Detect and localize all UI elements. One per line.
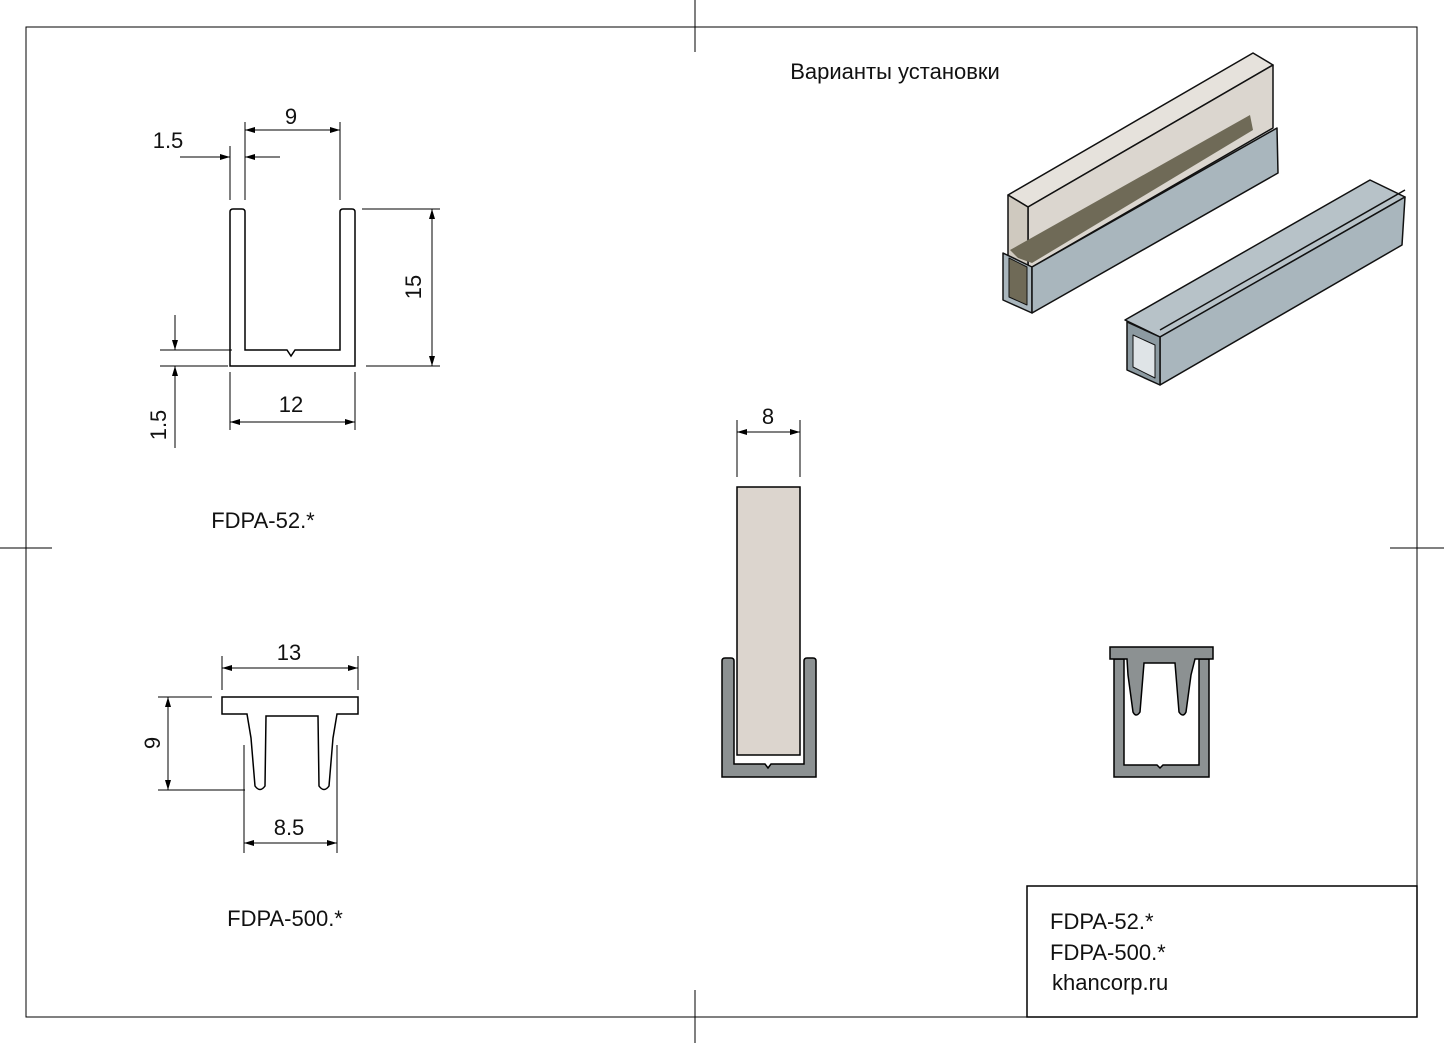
dim-width: 13 [277,640,301,665]
glass-installation-section: 8 [721,404,817,778]
glass-panel [736,486,801,756]
title-block-line2: FDPA-500.* [1050,940,1166,965]
profile-500-label: FDPA-500.* [227,906,343,931]
dim-outer-width: 12 [279,392,303,417]
title-block-line1: FDPA-52.* [1050,909,1154,934]
dim-height: 9 [140,737,165,749]
cap-installation-section [1109,646,1214,778]
dim-inner-width: 9 [285,104,297,129]
isometric-capped-profile [1124,179,1406,386]
dim-base: 1.5 [146,410,171,441]
dim-height: 15 [401,275,426,299]
dim-wall: 1.5 [153,128,184,153]
dim-inner-width: 8.5 [274,815,305,840]
dim-glass-thickness: 8 [762,404,774,429]
profile-500-drawing: 13 9 8.5 FDPA-500.* [140,640,359,931]
title-block: FDPA-52.* FDPA-500.* khancorp.ru [1026,885,1418,1018]
u-profile-section [721,657,817,778]
title-block-website: khancorp.ru [1052,970,1168,995]
isometric-glass-channel [1002,52,1279,314]
section-title: Варианты установки [790,59,1000,84]
profile-52-label: FDPA-52.* [211,508,315,533]
profile-52-drawing: 9 1.5 15 12 1.5 FDPA-52.* [146,104,440,533]
sheet-border [25,26,1418,1018]
